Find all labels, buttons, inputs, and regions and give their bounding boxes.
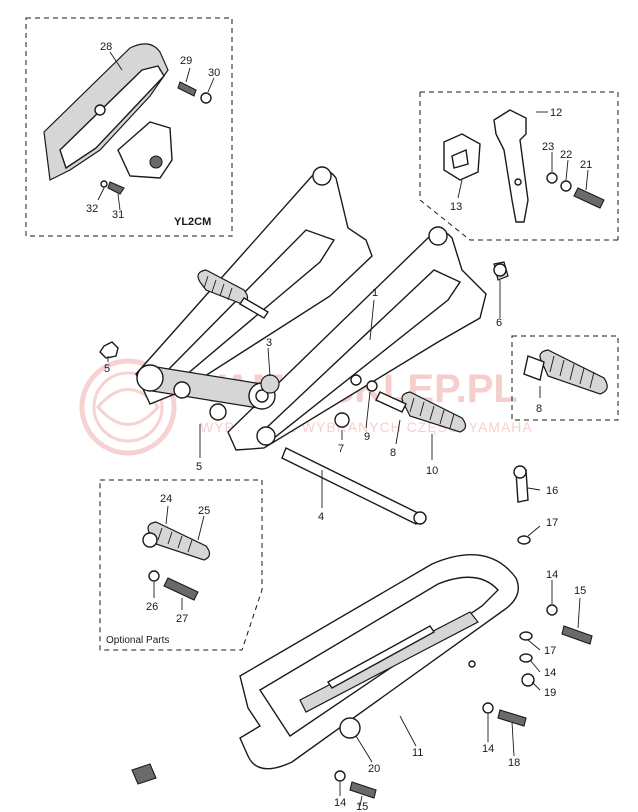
callouts: 3 6 5 1 8 5 7 9 8 10 4 16 17 24 25 26 27… bbox=[104, 287, 586, 812]
callout-10: 10 bbox=[426, 465, 438, 477]
callout-13: 13 bbox=[450, 201, 462, 213]
callout-15-a: 15 bbox=[574, 585, 586, 597]
callout-17-b: 17 bbox=[544, 645, 556, 657]
callout-23: 23 bbox=[542, 141, 554, 153]
callout-19: 19 bbox=[544, 687, 556, 699]
callout-14-a: 14 bbox=[546, 569, 558, 581]
callout-11: 11 bbox=[412, 747, 423, 759]
callout-20: 20 bbox=[368, 763, 380, 775]
collar-7 bbox=[334, 412, 350, 428]
footrests bbox=[142, 269, 619, 561]
callout-27: 27 bbox=[176, 613, 188, 625]
callout-25: 25 bbox=[198, 505, 210, 517]
washer-22 bbox=[560, 180, 572, 192]
bolt-31 bbox=[107, 181, 125, 195]
grommet-20 bbox=[339, 717, 361, 739]
callout-30: 30 bbox=[208, 67, 220, 79]
callout-16: 16 bbox=[546, 485, 558, 497]
callout-14-d: 14 bbox=[334, 797, 346, 809]
washer-14d bbox=[334, 770, 346, 782]
callout-6: 6 bbox=[496, 317, 502, 329]
callout-24: 24 bbox=[160, 493, 172, 505]
callout-7: 7 bbox=[338, 443, 344, 455]
footrest-10 bbox=[375, 391, 467, 433]
chain-case-11 bbox=[239, 554, 519, 770]
corner-mark bbox=[131, 763, 157, 785]
bolt-15b bbox=[349, 781, 377, 799]
washer-9 bbox=[366, 380, 378, 392]
washer-30 bbox=[200, 92, 212, 104]
callout-17-top: 17 bbox=[546, 517, 558, 529]
callout-8-right: 8 bbox=[536, 403, 542, 415]
washer-32 bbox=[100, 180, 108, 188]
callout-5-lower: 5 bbox=[196, 461, 202, 473]
pivot-shaft-4 bbox=[281, 447, 421, 525]
washer-26 bbox=[148, 570, 160, 582]
nut-5a bbox=[99, 341, 119, 359]
callout-12: 12 bbox=[550, 107, 562, 119]
footrest-8 bbox=[511, 335, 619, 421]
callout-9: 9 bbox=[364, 431, 370, 443]
bracket-group: 12 23 22 21 13 bbox=[419, 91, 619, 241]
callout-1: 1 bbox=[372, 287, 378, 299]
callout-28: 28 bbox=[100, 41, 112, 53]
callout-21: 21 bbox=[580, 159, 592, 171]
bolt-27 bbox=[163, 577, 199, 601]
washer-23 bbox=[546, 172, 558, 184]
bolt-15a bbox=[561, 625, 593, 645]
optional-parts-label: Optional Parts bbox=[106, 635, 169, 646]
footrest-optional bbox=[142, 521, 211, 561]
callout-32: 32 bbox=[86, 203, 98, 215]
optional-parts-box: Optional Parts bbox=[99, 479, 263, 651]
callout-3: 3 bbox=[266, 337, 272, 349]
footrest-left bbox=[197, 269, 269, 319]
bolt-21 bbox=[573, 187, 605, 209]
bolt-18 bbox=[497, 709, 527, 727]
callout-15-b: 15 bbox=[356, 801, 368, 812]
callout-14-b: 14 bbox=[544, 667, 556, 679]
bracket-12 bbox=[493, 109, 529, 223]
leader-lines bbox=[107, 280, 581, 807]
callout-18: 18 bbox=[508, 757, 520, 769]
collar-3 bbox=[260, 374, 280, 394]
inset-yl2cm: 28 29 30 32 31 YL2CM bbox=[25, 17, 233, 237]
washer-17b bbox=[519, 631, 533, 641]
callout-26: 26 bbox=[146, 601, 158, 613]
callout-5-left: 5 bbox=[104, 363, 110, 375]
washer-14c bbox=[482, 702, 494, 714]
washer-14a bbox=[546, 604, 558, 616]
small-parts bbox=[99, 261, 593, 799]
bolt-29 bbox=[177, 81, 197, 97]
nut-19 bbox=[521, 673, 535, 687]
callout-29: 29 bbox=[180, 55, 192, 67]
callout-31: 31 bbox=[112, 209, 124, 221]
callout-8-mid: 8 bbox=[390, 447, 396, 459]
callout-4: 4 bbox=[318, 511, 324, 523]
washer-17a bbox=[517, 535, 531, 545]
callout-22: 22 bbox=[560, 149, 572, 161]
inset-model-label: YL2CM bbox=[174, 216, 211, 228]
washer-14b bbox=[519, 653, 533, 663]
callout-14-c: 14 bbox=[482, 743, 494, 755]
